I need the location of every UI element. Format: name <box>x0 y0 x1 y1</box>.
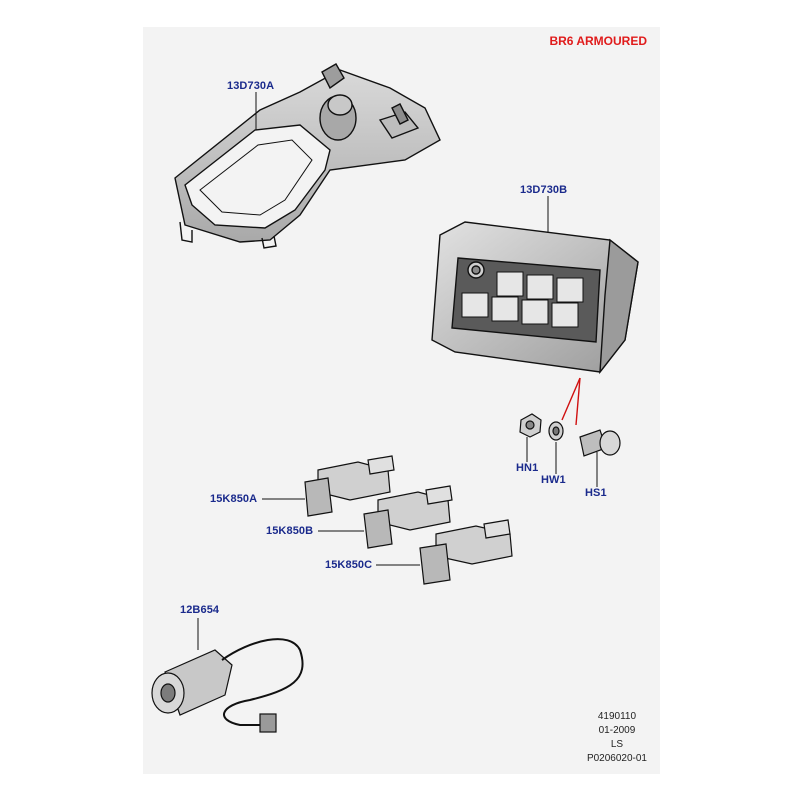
label-13D730A: 13D730A <box>227 80 275 92</box>
label-HS1: HS1 <box>585 487 607 499</box>
switch-15K850A <box>304 455 395 517</box>
label-12B654: 12B654 <box>180 604 220 616</box>
diagram-title: BR6 ARMOURED <box>549 34 647 48</box>
drawing-code: LS <box>610 739 624 750</box>
label-15K850A: 15K850A <box>210 493 258 505</box>
socket-12B654 <box>151 638 304 733</box>
switch-15K850C <box>419 519 513 585</box>
hardware <box>519 413 621 457</box>
label-HN1: HN1 <box>516 462 539 474</box>
console-13D730A <box>174 63 441 249</box>
label-15K850B: 15K850B <box>266 525 314 537</box>
label-13D730B: 13D730B <box>520 184 568 196</box>
red-arrows <box>561 377 581 426</box>
switch-panel-13D730B <box>431 221 639 375</box>
drawing-date: 01-2009 <box>598 725 636 736</box>
label-15K850C: 15K850C <box>325 559 373 571</box>
drawing-reference: P0206020-01 <box>586 753 647 764</box>
drawing-metadata: 4190110 01-2009 LS P0206020-01 <box>587 710 647 766</box>
label-HW1: HW1 <box>541 474 566 486</box>
drawing-number: 4190110 <box>597 711 637 722</box>
switch-15K850B <box>363 485 453 549</box>
